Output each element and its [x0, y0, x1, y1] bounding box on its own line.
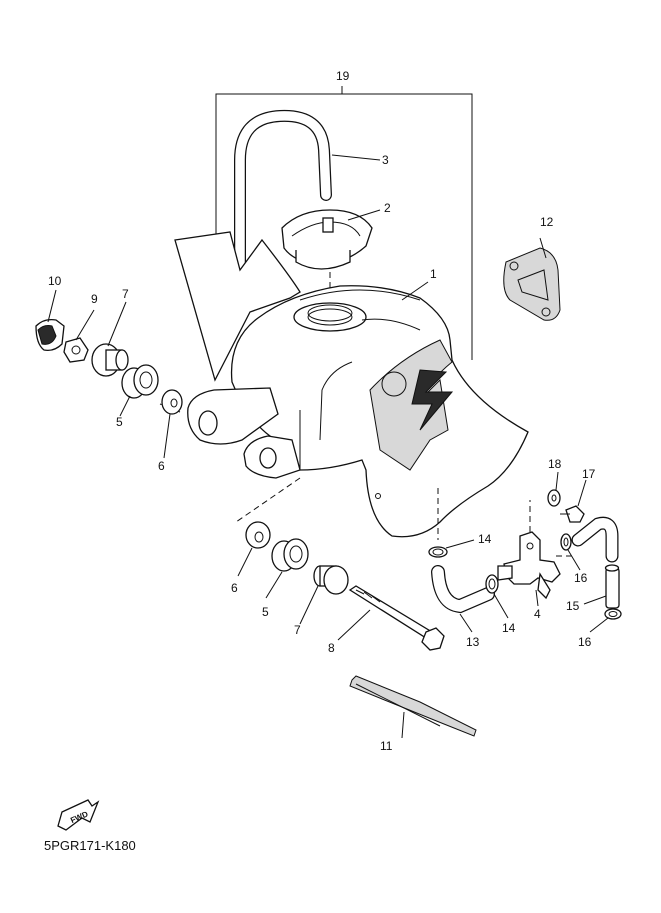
upper-washer[interactable] — [91, 343, 129, 377]
callout-16-upper: 16 — [574, 571, 588, 585]
callout-14-upper: 14 — [478, 532, 492, 546]
screw[interactable] — [560, 505, 585, 523]
drain-hose-clip-lower[interactable] — [604, 608, 622, 620]
callout-10: 10 — [48, 274, 62, 288]
lower-washer[interactable] — [313, 565, 349, 595]
upper-damper[interactable] — [121, 364, 159, 399]
drain-hose[interactable] — [604, 564, 620, 609]
callout-labels: 19 3 2 1 12 10 9 7 5 6 6 5 7 8 13 11 14 … — [48, 69, 596, 753]
hose-clip-upper[interactable] — [428, 546, 448, 558]
callout-2: 2 — [384, 201, 391, 215]
callout-14-lower: 14 — [502, 621, 516, 635]
fuel-tank[interactable] — [174, 231, 529, 540]
lower-damper[interactable] — [271, 538, 309, 572]
long-bolt[interactable] — [348, 585, 445, 651]
upper-bolt[interactable] — [35, 318, 65, 352]
callout-15: 15 — [566, 599, 580, 613]
leader-lines — [47, 154, 609, 739]
upper-collar[interactable] — [63, 337, 89, 363]
fuel-tank-cap[interactable] — [281, 209, 373, 296]
callout-7-lower: 7 — [294, 623, 301, 637]
callout-5-upper: 5 — [116, 415, 123, 429]
breather-hose[interactable] — [234, 109, 332, 271]
drawing-code: 5PGR171-K180 — [44, 838, 136, 853]
hose-clip-lower[interactable] — [485, 574, 499, 594]
callout-5-lower: 5 — [262, 605, 269, 619]
callout-17: 17 — [582, 467, 596, 481]
upper-washer-flat[interactable] — [161, 389, 183, 415]
callout-6-lower: 6 — [231, 581, 238, 595]
callout-9: 9 — [91, 292, 98, 306]
fwd-arrow-icon: FWD — [57, 799, 100, 831]
callout-6-upper: 6 — [158, 459, 165, 473]
callout-12: 12 — [540, 215, 554, 229]
tank-seal[interactable] — [503, 247, 561, 321]
drain-hose-clip-upper[interactable] — [560, 533, 572, 551]
callout-1: 1 — [430, 267, 437, 281]
callout-4: 4 — [534, 607, 541, 621]
fuel-hose[interactable] — [431, 565, 495, 614]
callout-13: 13 — [466, 635, 480, 649]
lower-washer-flat[interactable] — [245, 521, 271, 549]
callout-3: 3 — [382, 153, 389, 167]
callout-7-upper: 7 — [122, 287, 129, 301]
drain-hose-upper[interactable] — [571, 516, 619, 563]
callout-16-lower: 16 — [578, 635, 592, 649]
callout-8: 8 — [328, 641, 335, 655]
rubber-strip[interactable] — [349, 675, 477, 737]
callout-19: 19 — [336, 69, 350, 83]
assembly-bracket-19 — [215, 86, 473, 360]
screw-washer[interactable] — [547, 489, 561, 507]
fuel-cock[interactable] — [497, 500, 572, 600]
callout-18: 18 — [548, 457, 562, 471]
callout-11: 11 — [380, 739, 393, 753]
